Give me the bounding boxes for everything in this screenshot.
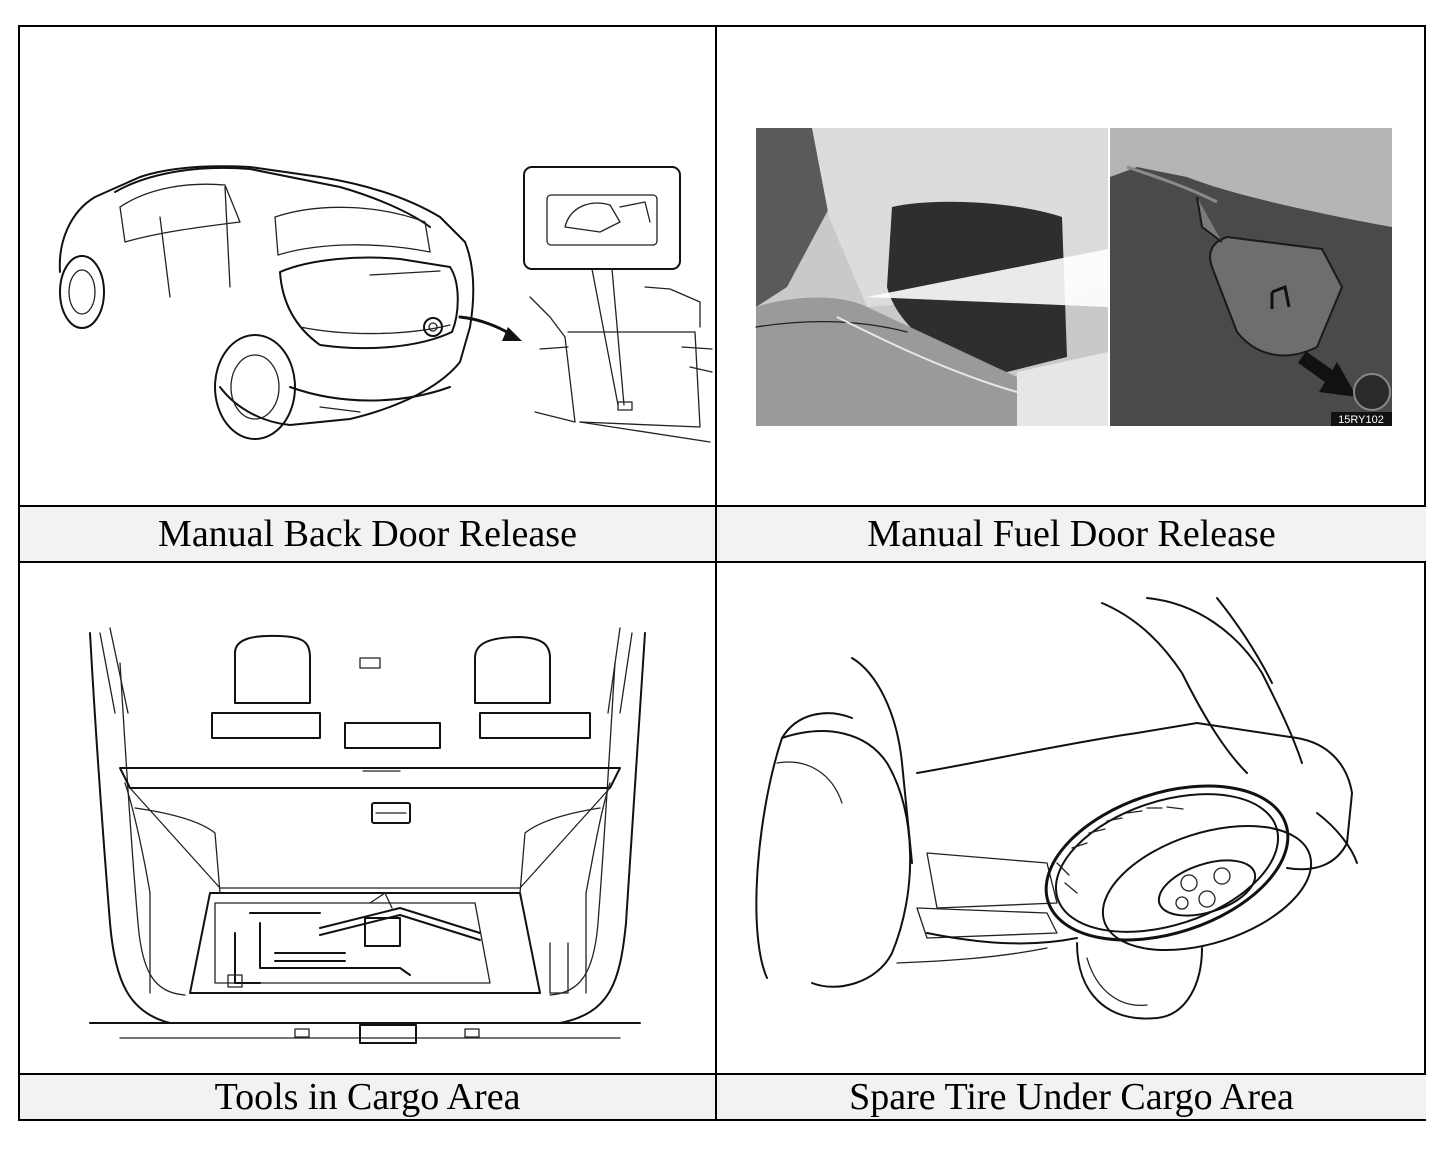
fuel-door-photo: 15RY102 (717, 27, 1426, 505)
tools-cargo-illustration (20, 563, 715, 1073)
photo-label: 15RY102 (1338, 414, 1384, 426)
back-door-illustration (20, 27, 715, 505)
caption-tools: Tools in Cargo Area (20, 1075, 715, 1119)
row-divider (20, 561, 1424, 563)
row-divider (20, 1073, 1424, 1075)
figure-table: 15RY102 Manual Back Door Release Manual … (18, 25, 1426, 1121)
spare-tire-illustration (717, 563, 1426, 1073)
row-divider (20, 505, 1424, 507)
column-divider (715, 27, 717, 1119)
caption-fuel-door: Manual Fuel Door Release (717, 507, 1426, 561)
caption-back-door: Manual Back Door Release (20, 507, 715, 561)
caption-spare-tire: Spare Tire Under Cargo Area (717, 1075, 1426, 1119)
